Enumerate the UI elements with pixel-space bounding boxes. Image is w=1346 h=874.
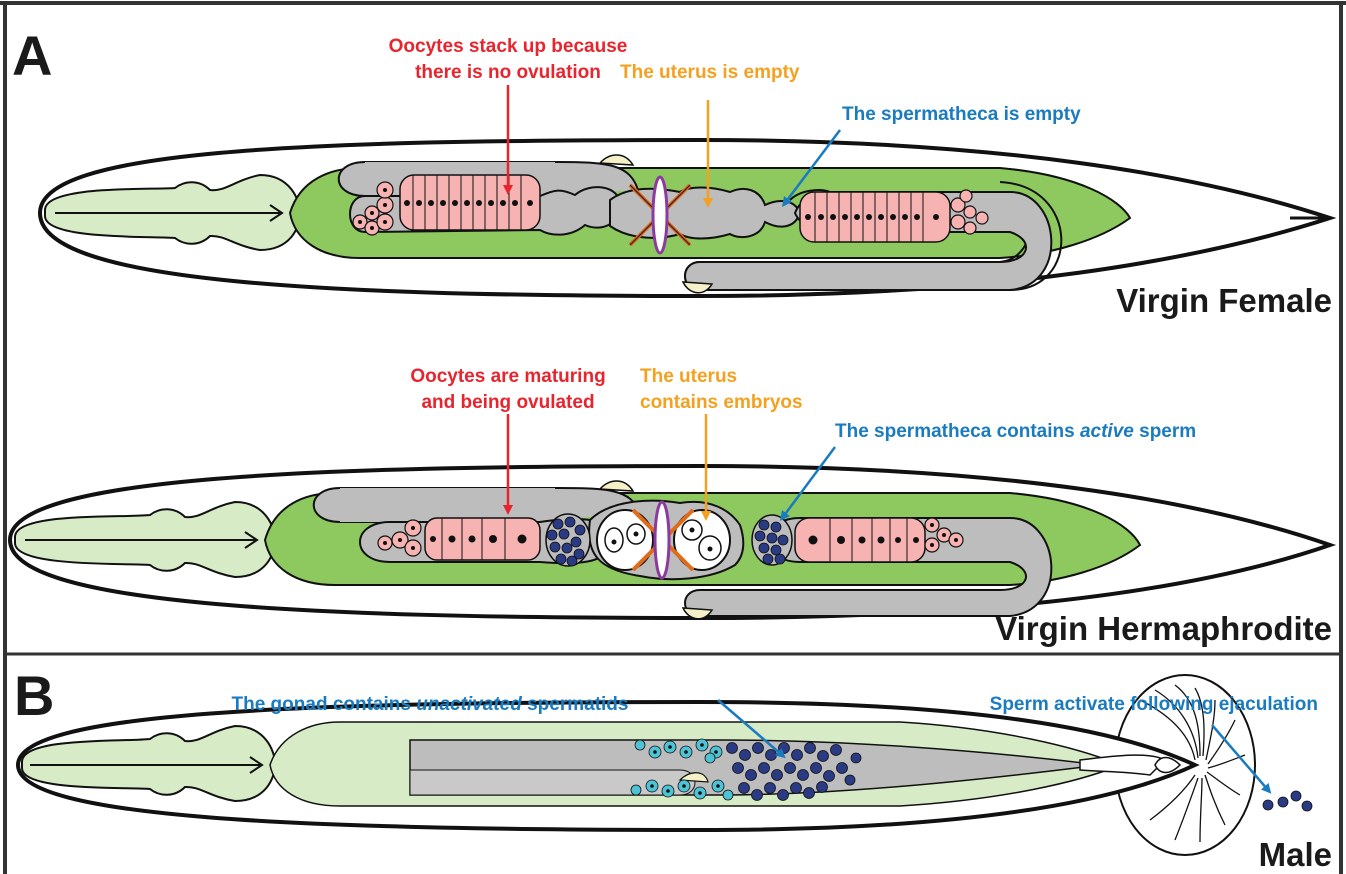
herm-spermatheca-label: The spermatheca contains active sperm [835, 421, 1196, 442]
herm-uterus-label-2: contains embryos [640, 392, 803, 413]
herm-oocyte-label-2: and being ovulated [421, 392, 594, 413]
herm-posterior-spermatheca [752, 515, 792, 565]
female-oocyte-label-1: Oocytes stack up because [389, 36, 628, 57]
female-spermatheca-label: The spermatheca is empty [842, 104, 1081, 125]
male-ejaculation-label: Sperm activate following ejaculation [990, 694, 1318, 715]
herm-title: Virgin Hermaphrodite [995, 610, 1332, 647]
female-uterus-label: The uterus is empty [620, 62, 800, 83]
herm-uterus-label-1: The uterus [640, 366, 737, 387]
herm-anterior-spermatheca [546, 514, 590, 566]
herm-oocyte-label-1: Oocytes are maturing [410, 366, 605, 387]
panel-a-letter: A [12, 24, 52, 87]
panel-b-letter: B [14, 664, 54, 727]
female-worm [40, 140, 1332, 296]
hermaphrodite-worm [10, 466, 1330, 619]
male-title: Male [1259, 836, 1332, 873]
female-title: Virgin Female [1116, 282, 1332, 319]
activated-sperm [1263, 791, 1312, 811]
female-anterior-oocytes [353, 175, 540, 235]
female-oocyte-label-2: there is no ovulation [415, 62, 601, 83]
male-gonad-label: The gonad contains unactivated spermatid… [232, 694, 629, 715]
